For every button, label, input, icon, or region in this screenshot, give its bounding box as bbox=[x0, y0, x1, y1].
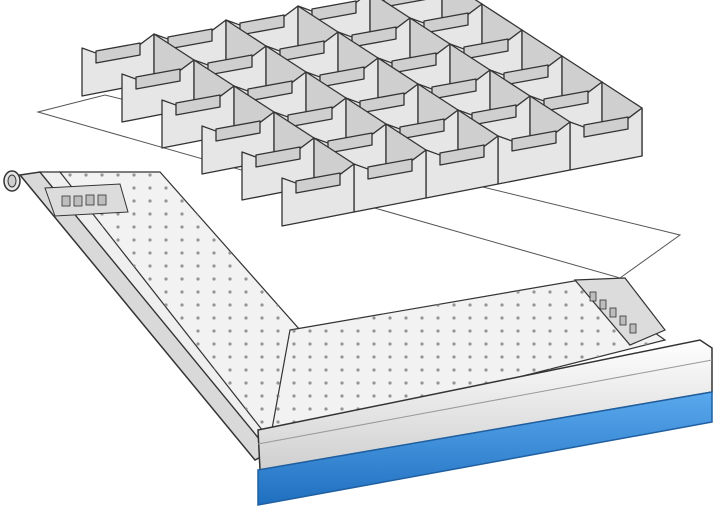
front-handle-strip[interactable] bbox=[257, 391, 713, 506]
label-tab bbox=[583, 116, 629, 138]
drawer-front-panel bbox=[257, 339, 713, 471]
drawer-body bbox=[3, 170, 713, 506]
label-tab bbox=[295, 172, 341, 194]
label-tab bbox=[255, 146, 301, 168]
right-rail-compartments bbox=[573, 277, 666, 346]
label-tab bbox=[439, 144, 485, 166]
label-tab bbox=[215, 120, 261, 142]
rear-left-compartments bbox=[44, 183, 129, 217]
divider-grid bbox=[81, 0, 643, 227]
label-tab bbox=[175, 94, 221, 116]
label-tab bbox=[367, 158, 413, 180]
label-tab bbox=[135, 68, 181, 90]
label-tab bbox=[95, 42, 141, 64]
label-tab bbox=[511, 130, 557, 152]
